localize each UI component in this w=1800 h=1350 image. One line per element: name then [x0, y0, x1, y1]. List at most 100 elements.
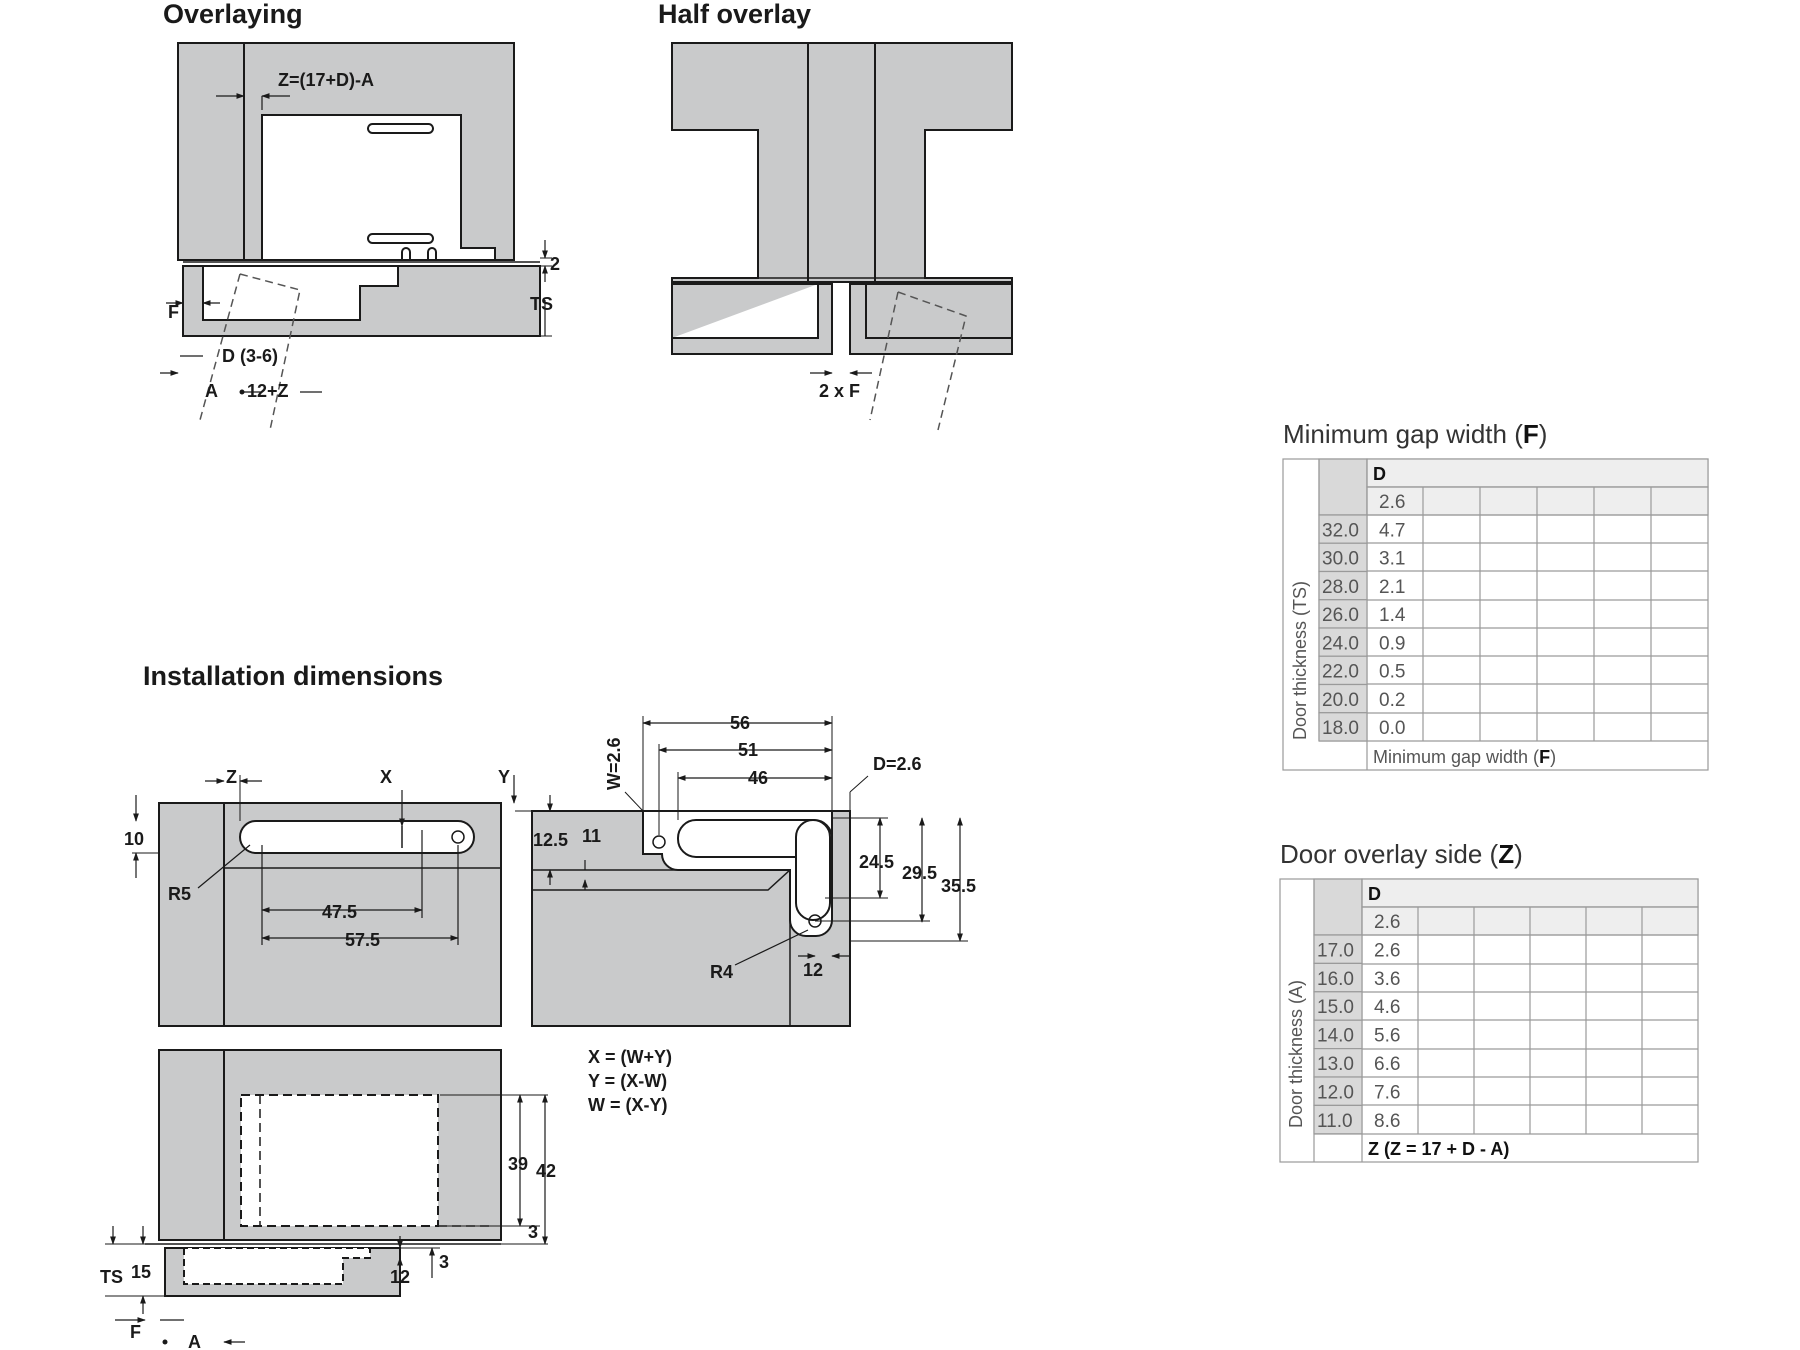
label-r5: R5 [168, 884, 191, 904]
overlay-table-key-cell [1313, 934, 1363, 964]
overlay-table-key-cell [1313, 1019, 1363, 1050]
overlay-table-row-key: 12.0 [1317, 1082, 1354, 1103]
gap-table-row-key: 22.0 [1322, 662, 1359, 683]
overlaying-diagram: Overlaying Z=(17+D)-A 2 TS F D (3-6) [160, 0, 560, 431]
label-ten: 10 [124, 829, 144, 849]
overlay-table-key-cell [1313, 1076, 1363, 1106]
overlay-table-d-value: 2.6 [1374, 912, 1400, 933]
gap-table-row-value: 2.1 [1379, 577, 1405, 598]
overlay-table-keycol [1313, 934, 1363, 1135]
label-56: 56 [730, 713, 750, 733]
gap-table-row-value: 0.9 [1379, 633, 1405, 654]
installation-title: Installation dimensions [143, 661, 443, 691]
gap-table-row-value: 0.2 [1379, 690, 1405, 711]
half-overlay-diagram: Half overlay 2 x F [658, 0, 1013, 431]
install-slot [239, 820, 475, 854]
label-ts: TS [530, 294, 553, 314]
gap-table-key-cell [1318, 683, 1368, 714]
gap-table-title: Minimum gap width (F) [1283, 419, 1547, 449]
gap-table-key-cell [1318, 514, 1368, 544]
overlay-table-key-cell [1313, 1047, 1363, 1078]
gap-table-grid [1282, 458, 1709, 771]
label-d-val: D=2.6 [873, 754, 922, 774]
half-overlay-left-door [671, 283, 833, 355]
label-a: A [205, 381, 218, 401]
overlay-table-title: Door overlay side (Z) [1280, 839, 1523, 869]
overlay-table-row-key: 13.0 [1317, 1054, 1354, 1075]
label-24-5: 24.5 [859, 852, 894, 872]
label-51: 51 [738, 740, 758, 760]
gap-table-row-key: 30.0 [1322, 549, 1359, 570]
label-39: 39 [508, 1154, 528, 1174]
label-two-f: 2 x F [819, 381, 860, 401]
gap-table-row-key: 20.0 [1322, 690, 1359, 711]
label-d-range: D (3-6) [222, 346, 278, 366]
label-z: Z [226, 767, 237, 787]
gap-table-row-value: 3.1 [1379, 549, 1405, 570]
overlay-table-row-value: 2.6 [1374, 940, 1400, 961]
installation-diagram: Installation dimensions 47.5 57.5 10 R5 … [100, 661, 976, 1350]
gap-table-row-key: 32.0 [1322, 520, 1359, 541]
label-12: 12 [803, 960, 823, 980]
overlay-table-row-value: 3.6 [1374, 969, 1400, 990]
label-r4: R4 [710, 962, 733, 982]
overlay-table-row-key: 11.0 [1317, 1111, 1353, 1132]
overlay-table-grid [1279, 878, 1699, 1163]
gap-table-footer: Minimum gap width (F) [1373, 747, 1556, 767]
gap-table-row-value: 0.0 [1379, 718, 1405, 739]
gap-width-table: Minimum gap width (F) D 2.6 [1282, 419, 1709, 771]
overlay-table-row-key: 14.0 [1317, 1026, 1354, 1047]
equation-y: Y = (X-W) [588, 1071, 667, 1091]
gap-table-row-key: 26.0 [1322, 605, 1359, 626]
label-z-formula: Z=(17+D)-A [278, 70, 374, 90]
overlay-table-row-value: 8.6 [1374, 1111, 1400, 1132]
label-42: 42 [536, 1161, 556, 1181]
label-29-5: 29.5 [902, 863, 937, 883]
install-bottom-plate [240, 1094, 439, 1227]
gap-table-key-cell [1318, 712, 1368, 742]
label-w: W=2.6 [604, 737, 624, 790]
gap-table-row-value: 0.5 [1379, 662, 1405, 683]
gap-table-row-key: 28.0 [1322, 577, 1359, 598]
label-47-5: 47.5 [322, 902, 357, 922]
gap-table-row-axis-label: Door thickness (TS) [1290, 581, 1310, 740]
label-46: 46 [748, 768, 768, 788]
overlay-table-key-cell [1313, 1104, 1363, 1135]
label-twelve-z: 12+Z [247, 381, 289, 401]
half-overlay-cabinet [671, 42, 1013, 283]
overlay-table-row-value: 7.6 [1374, 1082, 1400, 1103]
gap-table-row-value: 1.4 [1379, 605, 1406, 626]
label-11: 11 [582, 826, 601, 846]
gap-table-d-value: 2.6 [1379, 492, 1405, 513]
gap-table-key-cell [1318, 655, 1368, 686]
gap-table-row-value: 4.7 [1379, 520, 1405, 541]
equation-w: W = (X-Y) [588, 1095, 668, 1115]
overlay-table-row-axis-label: Door thickness (A) [1286, 980, 1306, 1128]
label-12-5: 12.5 [533, 830, 568, 850]
label-f-install: F [130, 1322, 141, 1342]
overlay-table-row-key: 17.0 [1317, 940, 1354, 961]
overlay-table-row-key: 15.0 [1317, 997, 1354, 1018]
overlay-table-row-value: 6.6 [1374, 1054, 1400, 1075]
equation-x: X = (W+Y) [588, 1047, 672, 1067]
label-12b: 12 [390, 1267, 410, 1287]
label-two: 2 [550, 254, 560, 274]
overlay-table-col-header: D [1368, 884, 1381, 904]
gap-table-row-key: 18.0 [1322, 718, 1359, 739]
overlay-table-row-key: 16.0 [1317, 969, 1354, 990]
label-y: Y [498, 767, 510, 787]
label-f: F [168, 302, 179, 322]
gap-table-key-cell [1318, 599, 1368, 629]
label-35-5: 35.5 [941, 876, 976, 896]
overlay-table-footer: Z (Z = 17 + D - A) [1368, 1139, 1509, 1159]
gap-table-col-header: D [1373, 464, 1386, 484]
overlaying-title: Overlaying [163, 0, 303, 29]
half-overlay-title: Half overlay [658, 0, 811, 29]
label-15: 15 [131, 1262, 151, 1282]
gap-table-keycol [1318, 514, 1368, 742]
overlay-table-row-value: 5.6 [1374, 1026, 1400, 1047]
label-3b: 3 [439, 1252, 449, 1272]
